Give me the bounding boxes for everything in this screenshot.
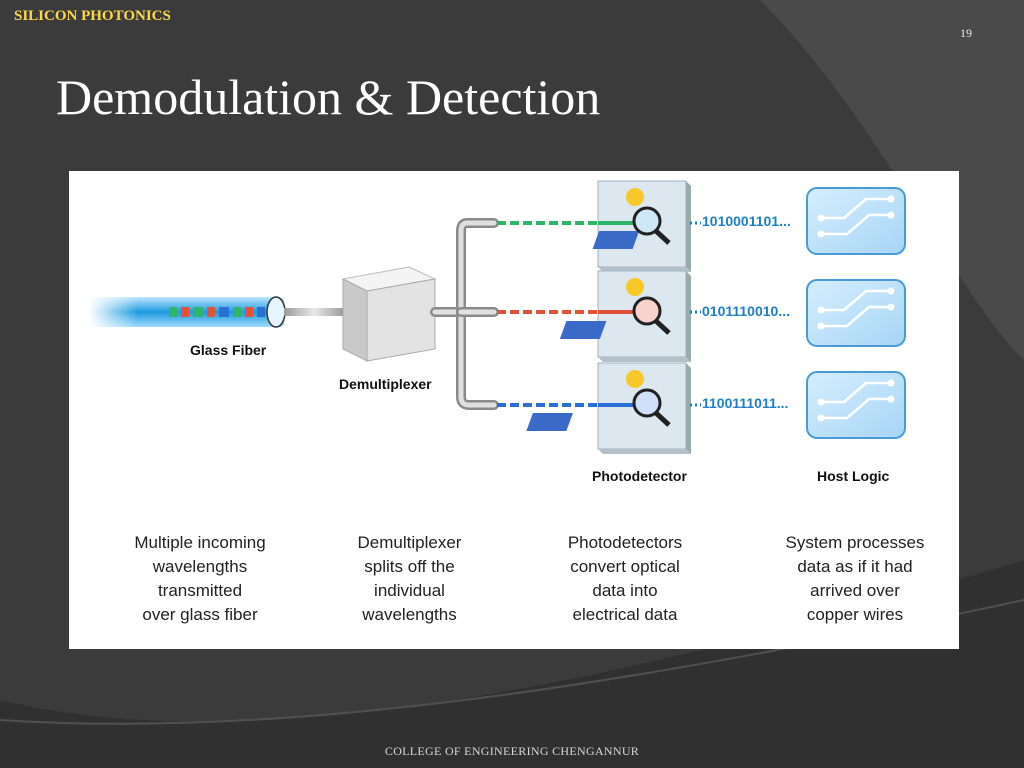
bit-leaders <box>690 221 701 407</box>
host-logic-label: Host Logic <box>817 468 890 484</box>
page-number: 19 <box>960 26 972 40</box>
photodetector-1 <box>592 180 691 272</box>
bitstream-1: 1010001101... <box>702 213 791 229</box>
bitstream-2: 0101110010... <box>702 303 790 319</box>
caption-photodetector: Photodetectors convert optical data into… <box>567 533 683 624</box>
host-logic-board-1 <box>806 187 906 255</box>
caption-demultiplexer: Demultiplexer splits off the individual … <box>357 533 462 624</box>
photodetector-group <box>526 180 691 454</box>
host-logic-board-2 <box>806 279 906 347</box>
fiber-connector <box>284 308 344 316</box>
caption-fiber: Multiple incoming wavelengths transmitte… <box>134 533 266 624</box>
demodulation-diagram: 1010001101... 0101110010... 1100111011..… <box>69 171 959 649</box>
diagram-graphics <box>89 180 906 454</box>
caption-host-logic: System processes data as if it had arriv… <box>785 533 925 624</box>
demultiplexer-label: Demultiplexer <box>339 376 432 392</box>
bitstream-3: 1100111011... <box>702 395 789 411</box>
glass-fiber-label: Glass Fiber <box>190 342 267 358</box>
college-footer: COLLEGE OF ENGINEERING CHENGANNUR <box>384 744 640 758</box>
photodetector-2 <box>559 270 691 362</box>
photodetector-3 <box>526 362 691 454</box>
glass-fiber <box>89 296 286 328</box>
course-header: SILICON PHOTONICS <box>14 8 171 24</box>
splitter-pipes <box>430 218 499 410</box>
photodetector-label: Photodetector <box>592 468 687 484</box>
host-logic-board-3 <box>806 371 906 439</box>
channel-beams <box>497 221 597 407</box>
slide-title: Demodulation & Detection <box>56 69 601 125</box>
demultiplexer-cube <box>341 266 437 362</box>
host-logic-group <box>806 187 906 439</box>
